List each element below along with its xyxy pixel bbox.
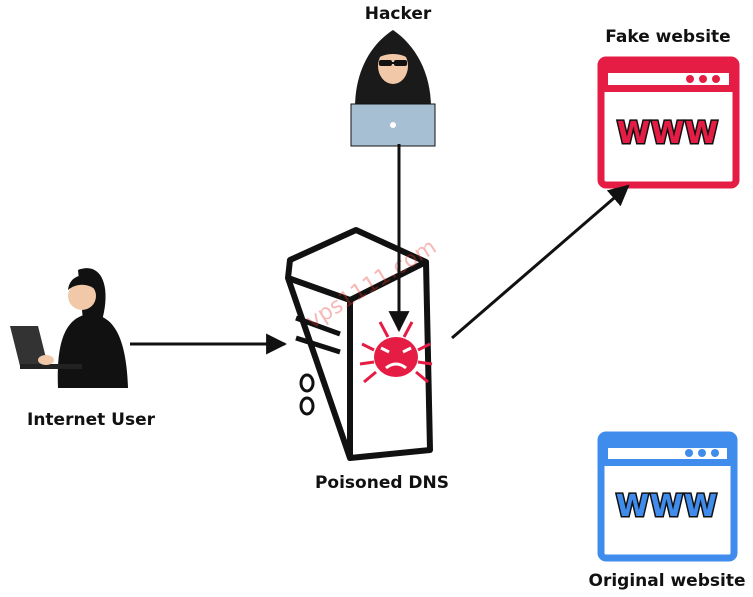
fake-website-label: Fake website xyxy=(605,27,730,47)
hacker-icon xyxy=(350,30,436,147)
dns-server-icon xyxy=(285,227,433,461)
hacker-label: Hacker xyxy=(365,4,432,24)
fake-website-www-text: WWW xyxy=(617,116,719,151)
internet-user-label: Internet User xyxy=(27,410,156,430)
original-website-label: Original website xyxy=(589,571,746,591)
fake-website-icon: WWW xyxy=(597,56,740,189)
bug-icon xyxy=(359,321,433,384)
poisoned-dns-label: Poisoned DNS xyxy=(315,473,449,493)
original-website-icon: WWW xyxy=(597,431,738,562)
internet-user-icon xyxy=(10,268,128,388)
arrow-dns-to-fake-website xyxy=(451,184,630,340)
original-website-www-text: WWW xyxy=(616,489,718,524)
